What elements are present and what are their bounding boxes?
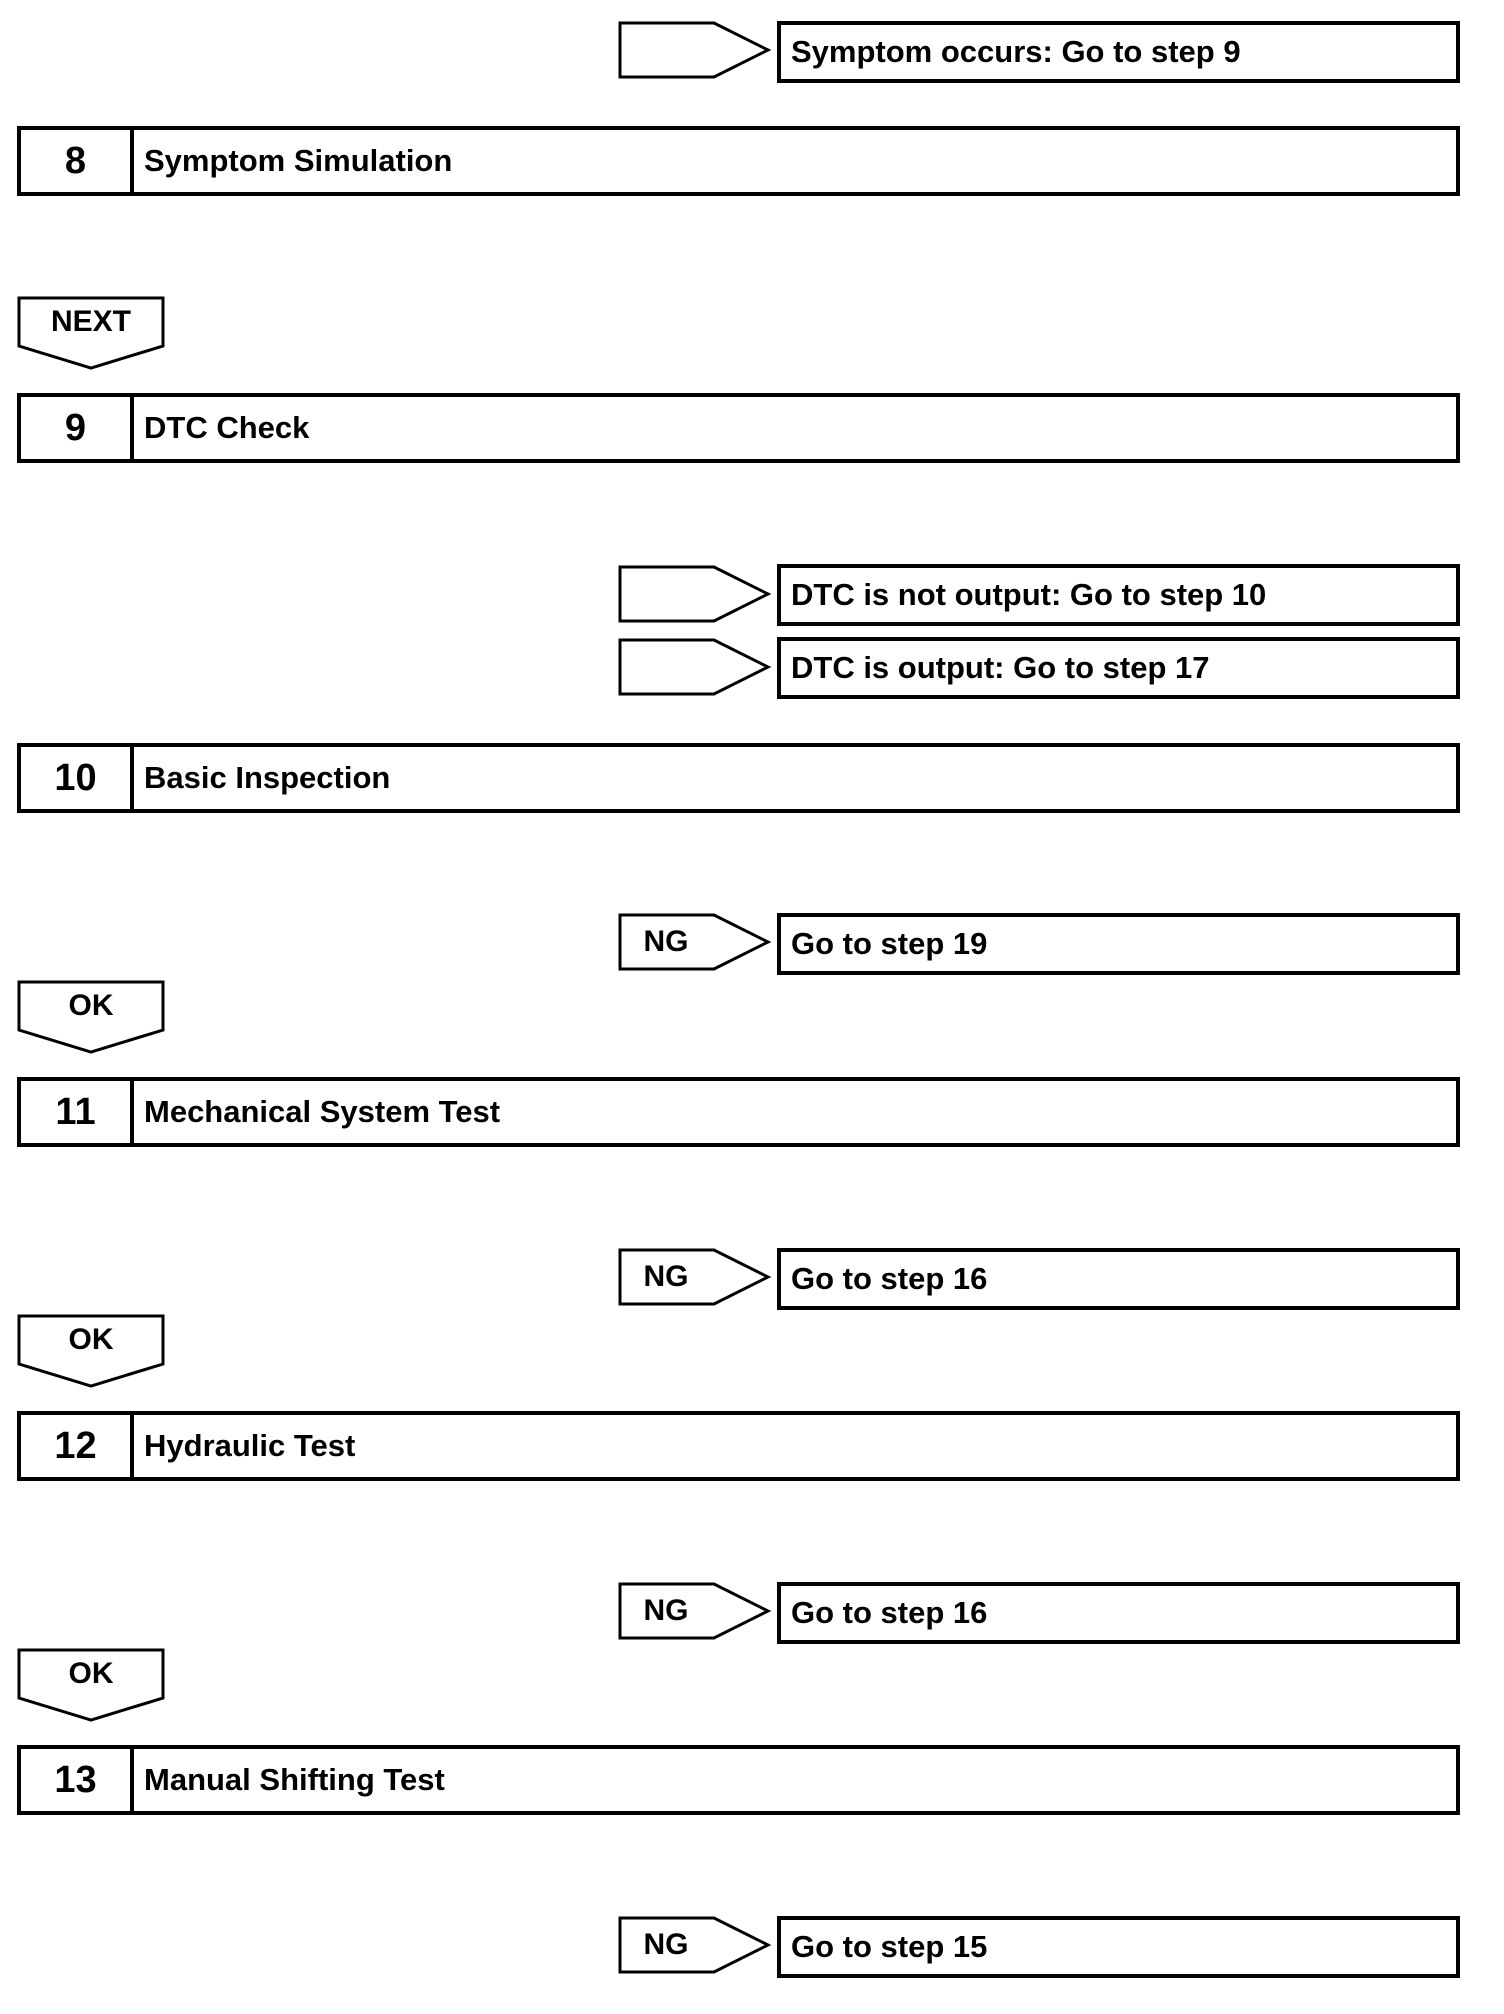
right-arrow-icon (618, 565, 772, 623)
step-title: DTC Check (144, 410, 310, 445)
result-box-symptom-occurs: Symptom occurs: Go to step 9 (777, 21, 1460, 83)
step-number: 12 (21, 1415, 134, 1477)
ng-label: NG (643, 925, 689, 958)
result-arrow-dtc-output (618, 638, 772, 696)
step-row-9: 9 DTC Check (17, 393, 1460, 463)
ok-badge-step11: OK (17, 1314, 165, 1388)
right-arrow-icon (618, 913, 772, 971)
down-arrow-icon (17, 1314, 165, 1388)
step-number: 11 (21, 1081, 134, 1143)
ng-result-step13: Go to step 15 (777, 1916, 1460, 1978)
step-row-13: 13 Manual Shifting Test (17, 1745, 1460, 1815)
step-number: 10 (21, 747, 134, 809)
ng-arrow-step12: NG (618, 1582, 772, 1640)
step-title: Basic Inspection (144, 760, 391, 795)
step-row-12: 12 Hydraulic Test (17, 1411, 1460, 1481)
step-row-11: 11 Mechanical System Test (17, 1077, 1460, 1147)
step-number: 9 (21, 397, 134, 459)
ng-label: NG (643, 1260, 689, 1293)
step-row-8: 8 Symptom Simulation (17, 126, 1460, 196)
result-box-dtc-output: DTC is output: Go to step 17 (777, 637, 1460, 699)
next-badge: NEXT (17, 296, 165, 370)
ng-arrow-step11: NG (618, 1248, 772, 1306)
right-arrow-icon (618, 1582, 772, 1640)
down-arrow-icon (17, 980, 165, 1054)
ng-result-step10: Go to step 19 (777, 913, 1460, 975)
ng-arrow-step13: NG (618, 1916, 772, 1974)
step-number: 8 (21, 130, 134, 192)
ok-label: OK (68, 1323, 114, 1356)
ok-label: OK (68, 989, 114, 1022)
right-arrow-icon (618, 21, 772, 79)
down-arrow-icon (17, 296, 165, 370)
ok-label: OK (68, 1657, 114, 1690)
step-number: 13 (21, 1749, 134, 1811)
step-title: Manual Shifting Test (144, 1762, 445, 1797)
step-title: Hydraulic Test (144, 1428, 356, 1463)
result-box-dtc-not-output: DTC is not output: Go to step 10 (777, 564, 1460, 626)
ng-label: NG (643, 1594, 689, 1627)
ng-arrow-step10: NG (618, 913, 772, 971)
ng-result-step12: Go to step 16 (777, 1582, 1460, 1644)
ng-label: NG (643, 1928, 689, 1961)
result-arrow-top (618, 21, 772, 79)
step-title: Mechanical System Test (144, 1094, 501, 1129)
down-arrow-icon (17, 1648, 165, 1722)
right-arrow-icon (618, 1916, 772, 1974)
ok-badge-step10: OK (17, 980, 165, 1054)
right-arrow-icon (618, 1248, 772, 1306)
next-label: NEXT (50, 305, 131, 338)
result-arrow-dtc-not-output (618, 565, 772, 623)
ok-badge-step12: OK (17, 1648, 165, 1722)
ng-result-step11: Go to step 16 (777, 1248, 1460, 1310)
step-row-10: 10 Basic Inspection (17, 743, 1460, 813)
step-title: Symptom Simulation (144, 143, 453, 178)
right-arrow-icon (618, 638, 772, 696)
